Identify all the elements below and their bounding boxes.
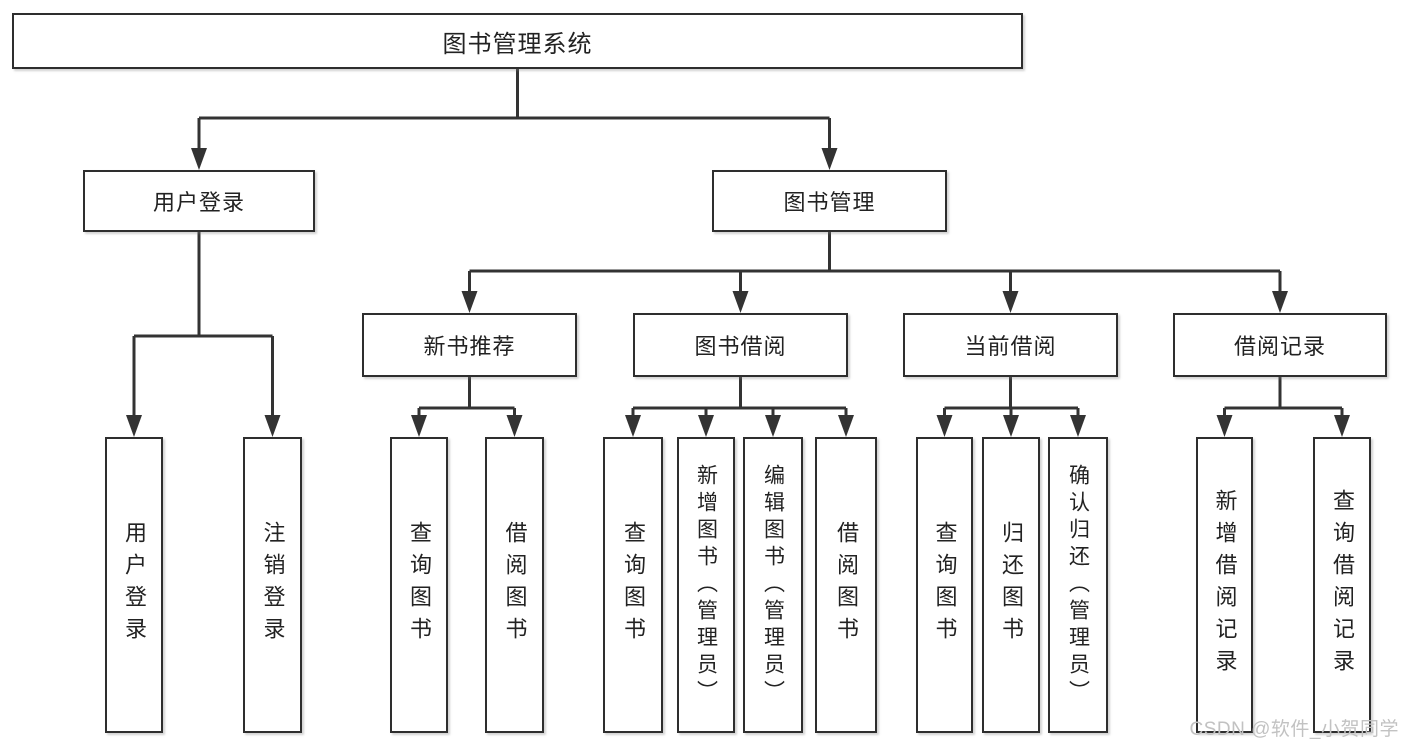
leaf-query-borrow-record: 查询借阅记录 <box>1313 437 1371 733</box>
node-label: 用户登录 <box>152 190 245 215</box>
node-label: 编辑图书（管理员） <box>761 463 785 707</box>
node-label: 查询图书 <box>621 521 646 649</box>
node-label: 图书管理系统 <box>442 30 593 58</box>
node-new-book-recommend: 新书推荐 <box>362 313 577 377</box>
leaf-borrow-books-2: 借阅图书 <box>815 437 877 733</box>
node-label: 当前借阅 <box>964 334 1057 359</box>
node-label: 图书管理 <box>783 190 876 215</box>
watermark: CSDN @软件_小贺同学 <box>1189 719 1399 740</box>
node-label: 借阅记录 <box>1233 334 1326 359</box>
leaf-borrow-books-1: 借阅图书 <box>485 437 544 733</box>
node-label: 图书借阅 <box>694 334 787 359</box>
leaf-add-borrow-record: 新增借阅记录 <box>1196 437 1253 733</box>
leaf-query-books-2: 查询图书 <box>603 437 663 733</box>
node-label: 查询图书 <box>407 521 432 649</box>
node-book-management: 图书管理 <box>712 170 947 232</box>
leaf-return-books: 归还图书 <box>982 437 1040 733</box>
node-label: 借阅图书 <box>834 521 859 649</box>
leaf-edit-books-admin: 编辑图书（管理员） <box>743 437 803 733</box>
leaf-query-books-3: 查询图书 <box>916 437 973 733</box>
leaf-query-books-1: 查询图书 <box>390 437 448 733</box>
leaf-confirm-return-admin: 确认归还（管理员） <box>1048 437 1108 733</box>
node-label: 新增图书（管理员） <box>694 463 718 707</box>
node-label: 注销登录 <box>260 521 286 649</box>
node-label: 查询图书 <box>932 521 958 649</box>
leaf-logout: 注销登录 <box>243 437 302 733</box>
node-borrowing-records: 借阅记录 <box>1173 313 1387 377</box>
leaf-user-login: 用户登录 <box>105 437 163 733</box>
leaf-add-books-admin: 新增图书（管理员） <box>677 437 735 733</box>
node-label: 借阅图书 <box>502 521 528 649</box>
node-label: 确认归还（管理员） <box>1066 463 1090 707</box>
node-book-borrowing: 图书借阅 <box>633 313 848 377</box>
node-label: 新书推荐 <box>423 334 516 359</box>
node-user-login-branch: 用户登录 <box>83 170 315 232</box>
node-label: 查询借阅记录 <box>1330 489 1355 681</box>
node-current-borrowing: 当前借阅 <box>903 313 1118 377</box>
node-label: 归还图书 <box>999 521 1024 649</box>
node-label: 新增借阅记录 <box>1212 489 1238 681</box>
node-system-root: 图书管理系统 <box>12 13 1023 69</box>
node-label: 用户登录 <box>122 521 147 649</box>
